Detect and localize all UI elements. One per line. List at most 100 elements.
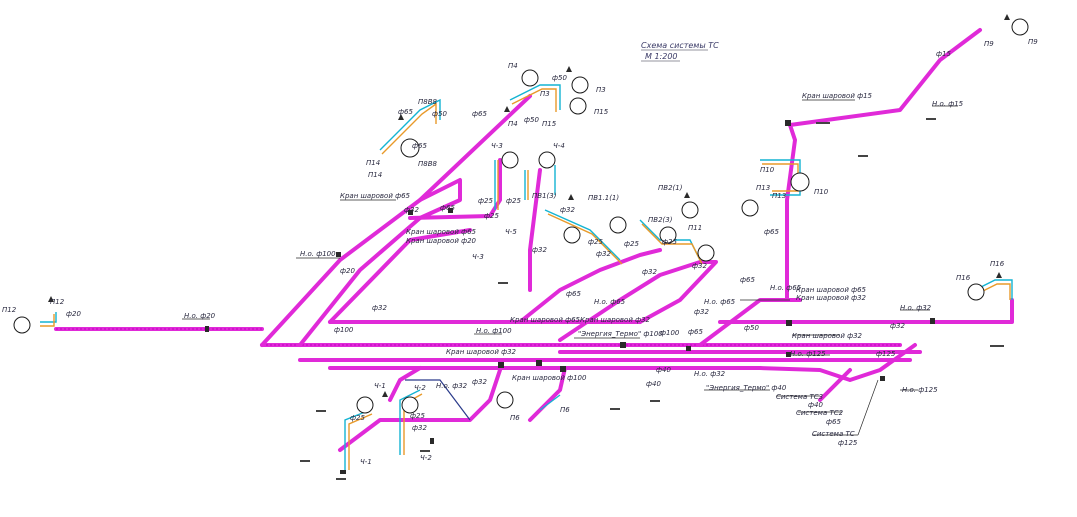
label-d32a: ф32 [404, 206, 419, 214]
pipe-rise-p10 [785, 123, 797, 302]
label-d25g: ф25 [350, 414, 365, 422]
label-u5: Ч-5 [505, 228, 517, 236]
label-d65a: ф65 [398, 108, 413, 116]
label-d50d: ф50 [744, 324, 759, 332]
label-kran32b: Кран шаровой ф32 [446, 348, 517, 356]
label-p8v8: П8В8 [418, 98, 438, 106]
label-d32e: ф32 [694, 308, 709, 316]
label-kran20: Кран шаровой ф20 [406, 237, 477, 245]
label-p12: П12 [2, 306, 17, 314]
label-d65g: ф65 [764, 228, 779, 236]
label-p9: П9 [984, 40, 994, 48]
label-pv2-3: ПВ2(3) [648, 216, 673, 224]
label-no65c: Н.о. ф65 [770, 284, 802, 292]
label-d25b: ф25 [506, 197, 521, 205]
unit-p11 [697, 244, 715, 262]
label-kran32a: Кран шаровой ф32 [580, 316, 651, 324]
label-d50a: ф50 [432, 110, 447, 118]
thin-pipes [40, 84, 1013, 470]
label-pv1-1: ПВ1.1(1) [588, 194, 619, 202]
pipe-u3-drop [488, 158, 502, 218]
label-p14: П14 [366, 159, 380, 167]
unit-p12 [13, 316, 31, 334]
label-d15: ф15 [936, 50, 951, 58]
label-d32b: ф32 [372, 304, 387, 312]
label-p15-b: П15 [542, 120, 557, 128]
unit-p13 [741, 199, 759, 217]
label-no32a: Н.о. ф32 [436, 382, 468, 390]
schematic-title: Схема системы ТС М 1:200 [641, 41, 719, 62]
unit-p15 [569, 97, 587, 115]
main-pipes [54, 28, 1014, 452]
label-sys3-d: ф40 [808, 401, 823, 409]
equipment-labels: П12 П12 П14 П14 П8В8 П8В8 П4 П4 П3 П3 П1… [2, 38, 1038, 466]
label-p4: П4 [508, 62, 518, 70]
pipe-branch-kran65 [408, 214, 492, 220]
label-u4: Ч-4 [553, 142, 565, 150]
label-no65b: Н.о. ф65 [704, 298, 736, 306]
label-d65h: ф65 [740, 276, 755, 284]
pipe-labels: ф20 ф20 Н.о. ф20 Н.о. ф100 ф100 Кран шар… [66, 50, 964, 447]
label-d32c: ф32 [560, 206, 575, 214]
pipe-rise-pv1 [518, 248, 662, 324]
label-kran65b: Кран шаровой ф65 [406, 228, 477, 236]
label-pv2-1: ПВ2(1) [658, 184, 683, 192]
unit-pv1-1 [609, 216, 627, 234]
label-no65a: Н.о. ф65 [594, 298, 626, 306]
label-d65e: ф65 [566, 290, 581, 298]
label-d32i: ф32 [642, 268, 657, 276]
label-u3b: Ч-3 [472, 253, 484, 261]
label-sys1: Система ТС [812, 430, 855, 438]
label-kran32d: Кран шаровой ф32 [796, 294, 867, 302]
pipe-system-out [758, 343, 917, 382]
support-markers [300, 118, 1004, 480]
label-no32c: Н.о. ф32 [900, 304, 932, 312]
unit-u2 [401, 396, 419, 414]
label-kran65d: Кран шаровой ф65 [796, 286, 867, 294]
label-p13: П13 [756, 184, 770, 192]
unit-pv2-3 [659, 226, 677, 244]
label-sys3: Система ТС3 [776, 393, 823, 401]
unit-p4 [521, 69, 539, 87]
label-p10: П10 [760, 166, 775, 174]
label-energy1: "Энергия_Термо" ф100 [578, 330, 663, 338]
label-kran15: Кран шаровой ф15 [802, 92, 873, 100]
unit-p16 [967, 283, 985, 301]
label-d32h: ф32 [596, 250, 611, 258]
unit-p10 [790, 172, 810, 192]
unit-p14 [400, 138, 420, 158]
pipe-rise-p4 [418, 94, 532, 202]
pipe-system-ts3 [818, 368, 852, 402]
label-p3-b: П3 [596, 86, 606, 94]
label-p6: П6 [510, 414, 520, 422]
label-d65b: ф65 [472, 110, 487, 118]
label-d25c: ф25 [484, 212, 499, 220]
label-d20b: ф20 [340, 267, 355, 275]
label-p11: П11 [688, 224, 702, 232]
pipe-rise-p9 [788, 28, 982, 127]
unit-u1 [356, 396, 374, 414]
label-p3: П3 [540, 90, 550, 98]
label-d32g: ф32 [890, 322, 905, 330]
label-d50b: ф50 [552, 74, 567, 82]
pipe-rise-pv2 [558, 260, 718, 342]
title-line-2: М 1:200 [645, 52, 678, 61]
label-no15: Н.о. ф15 [932, 100, 964, 108]
label-u2-b: Ч-2 [420, 454, 432, 462]
pipe-pv13-drop [528, 168, 542, 292]
label-d32f: ф32 [472, 378, 487, 386]
label-d25f: ф25 [662, 238, 677, 246]
label-u1-b: Ч-1 [360, 458, 372, 466]
label-pv1-3: ПВ1(3) [532, 192, 557, 200]
label-d65f: ф65 [688, 328, 703, 336]
label-d40a: ф40 [646, 380, 661, 388]
label-d20: ф20 [66, 310, 81, 318]
label-no100: Н.о. ф100 [300, 250, 336, 258]
label-d25a: ф25 [478, 197, 493, 205]
label-d100b: ф100 [660, 329, 680, 337]
pipe-u2-rise [388, 366, 422, 402]
label-d65c: ф65 [412, 142, 427, 150]
label-d40b: ф40 [656, 366, 671, 374]
pipe-rise-mid [328, 228, 472, 324]
